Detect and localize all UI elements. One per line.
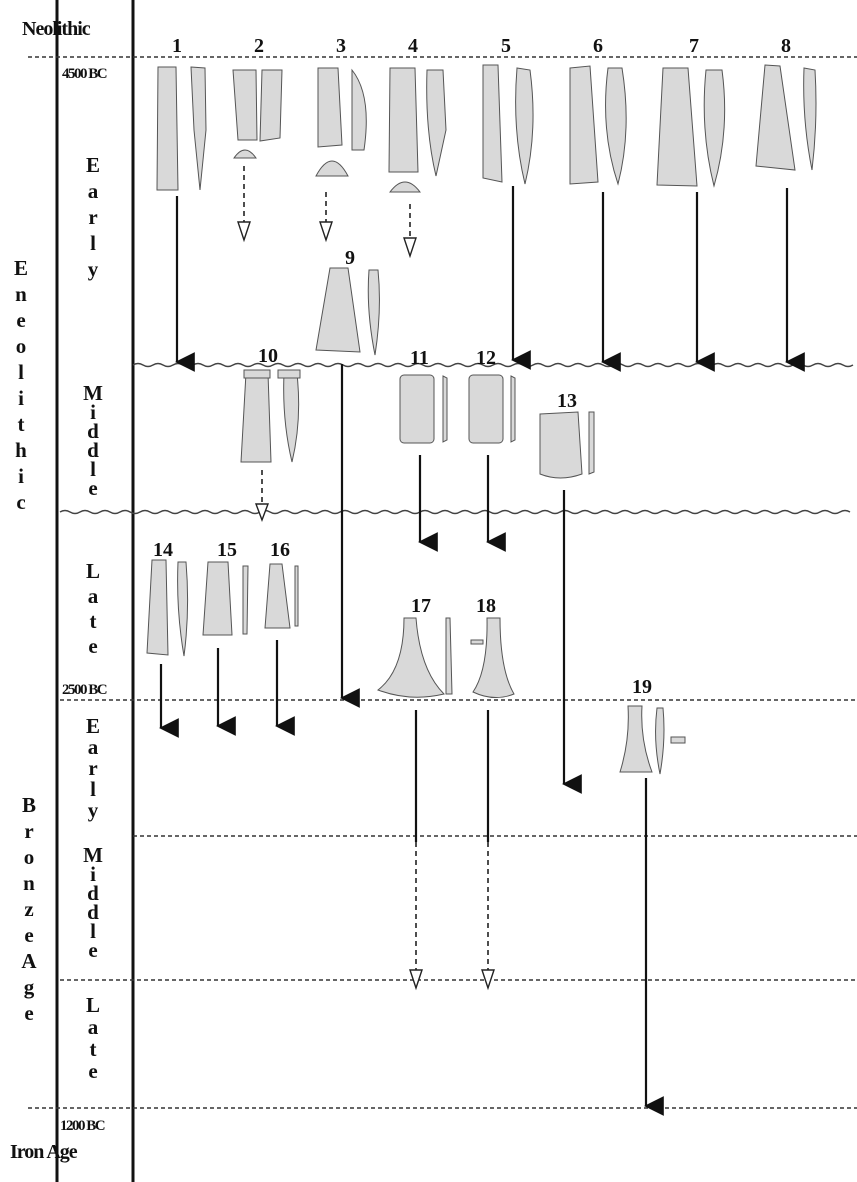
- artifact-7-drawing: [656, 67, 726, 188]
- artifact-number-2: 2: [254, 35, 264, 57]
- artifact-17-drawing: [376, 617, 453, 698]
- artifact-number-5: 5: [501, 35, 511, 57]
- artifact-number-6: 6: [593, 35, 603, 57]
- artifact-9-drawing: [315, 267, 380, 356]
- artifact-number-4: 4: [408, 35, 418, 57]
- artifact-8-drawing: [755, 64, 817, 171]
- artifact-11-drawing: [399, 374, 448, 444]
- artifact-16-drawing: [264, 563, 299, 629]
- artifact-number-18: 18: [476, 595, 496, 617]
- artifact-number-11: 11: [410, 347, 429, 369]
- artifact-15-drawing: [202, 561, 249, 636]
- artifact-number-15: 15: [217, 539, 237, 561]
- artifact-6-drawing: [569, 65, 627, 186]
- artifact-number-10: 10: [258, 345, 278, 367]
- artifact-10-drawing: [240, 369, 301, 463]
- artifact-number-7: 7: [689, 35, 699, 57]
- artifact-19-drawing: [619, 705, 686, 775]
- artifact-number-12: 12: [476, 347, 496, 369]
- artifact-number-14: 14: [153, 539, 173, 561]
- dashed-arrow-2: [237, 166, 251, 243]
- period-label-iron-age: Iron Age: [10, 1141, 78, 1163]
- date-label-mid: 2500 BC: [62, 682, 107, 698]
- dashed-arrow-17: [409, 842, 423, 991]
- artifact-14-drawing: [146, 559, 189, 657]
- dashed-arrow-3: [319, 192, 333, 243]
- artifact-18-drawing: [470, 617, 515, 698]
- boundary-middle-late-eneolithic: [59, 509, 851, 515]
- boundary-early-middle-eneolithic: [132, 362, 854, 368]
- artifact-1-drawing: [156, 66, 207, 191]
- artifact-number-16: 16: [270, 539, 290, 561]
- artifact-12-drawing: [468, 374, 516, 444]
- artifact-number-13: 13: [557, 390, 577, 412]
- artifact-number-19: 19: [632, 676, 652, 698]
- artifact-number-8: 8: [781, 35, 791, 57]
- artifact-13-drawing: [539, 411, 595, 479]
- dashed-arrow-10: [254, 470, 270, 522]
- date-label-start: 4500 BC: [62, 66, 107, 82]
- artifact-number-3: 3: [336, 35, 346, 57]
- dashed-arrow-4: [403, 204, 417, 259]
- artifact-number-17: 17: [411, 595, 431, 617]
- artifact-3-drawing: [315, 67, 367, 177]
- dashed-arrow-18: [481, 842, 495, 991]
- artifact-2-drawing: [232, 69, 283, 159]
- artifact-number-1: 1: [172, 35, 182, 57]
- artifact-number-9: 9: [345, 247, 355, 269]
- artifact-4-drawing: [388, 67, 447, 193]
- date-label-end: 1200 BC: [60, 1118, 105, 1134]
- period-label-neolithic: Neolithic: [22, 18, 91, 40]
- artifact-5-drawing: [482, 64, 534, 185]
